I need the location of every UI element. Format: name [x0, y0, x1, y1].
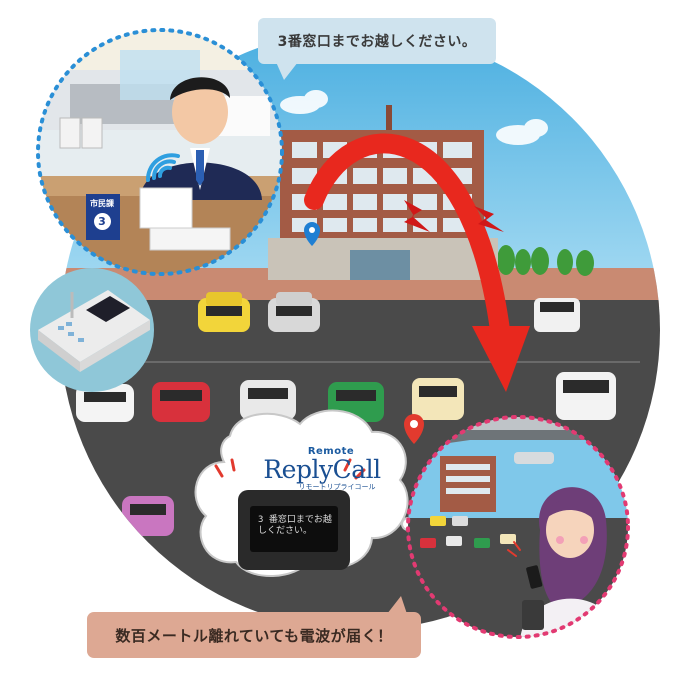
signal-wave-icon: [145, 153, 180, 182]
product-logo: Remote ReplyCall リモートリプライコール: [258, 446, 386, 492]
tagline-text: 数百メートル離れていても電波が届く！: [115, 627, 393, 645]
logo-replycall: ReplyCall: [263, 455, 381, 484]
logo-remote: Remote: [307, 446, 355, 457]
pager-line-2: しください。: [258, 526, 313, 536]
transmitter-device: [30, 268, 154, 392]
lightning-icon: [404, 200, 504, 232]
signal-wave-icon: [507, 541, 521, 557]
counter-number: 3: [93, 213, 111, 230]
map-pin-icon: [304, 222, 320, 246]
pager-screen: 3 番窓口までお越 しください。: [258, 515, 334, 549]
counter-sign: 市民課 3: [88, 198, 116, 230]
tagline-bubble: 数百メートル離れていても電波が届く！: [87, 596, 421, 658]
announcement-text: 3番窓口までお越しください。: [277, 34, 477, 50]
pager-line-1: 3 番窓口までお越: [258, 515, 332, 525]
arrow-curve-icon: [304, 133, 530, 392]
logo-subtitle: リモートリプライコール: [298, 483, 376, 491]
counter-sign-label: 市民課: [90, 199, 114, 208]
map-pin-icon: [404, 414, 424, 444]
announcement-bubble: 3番窓口までお越しください。: [258, 18, 496, 80]
thought-cloud: [194, 409, 423, 577]
